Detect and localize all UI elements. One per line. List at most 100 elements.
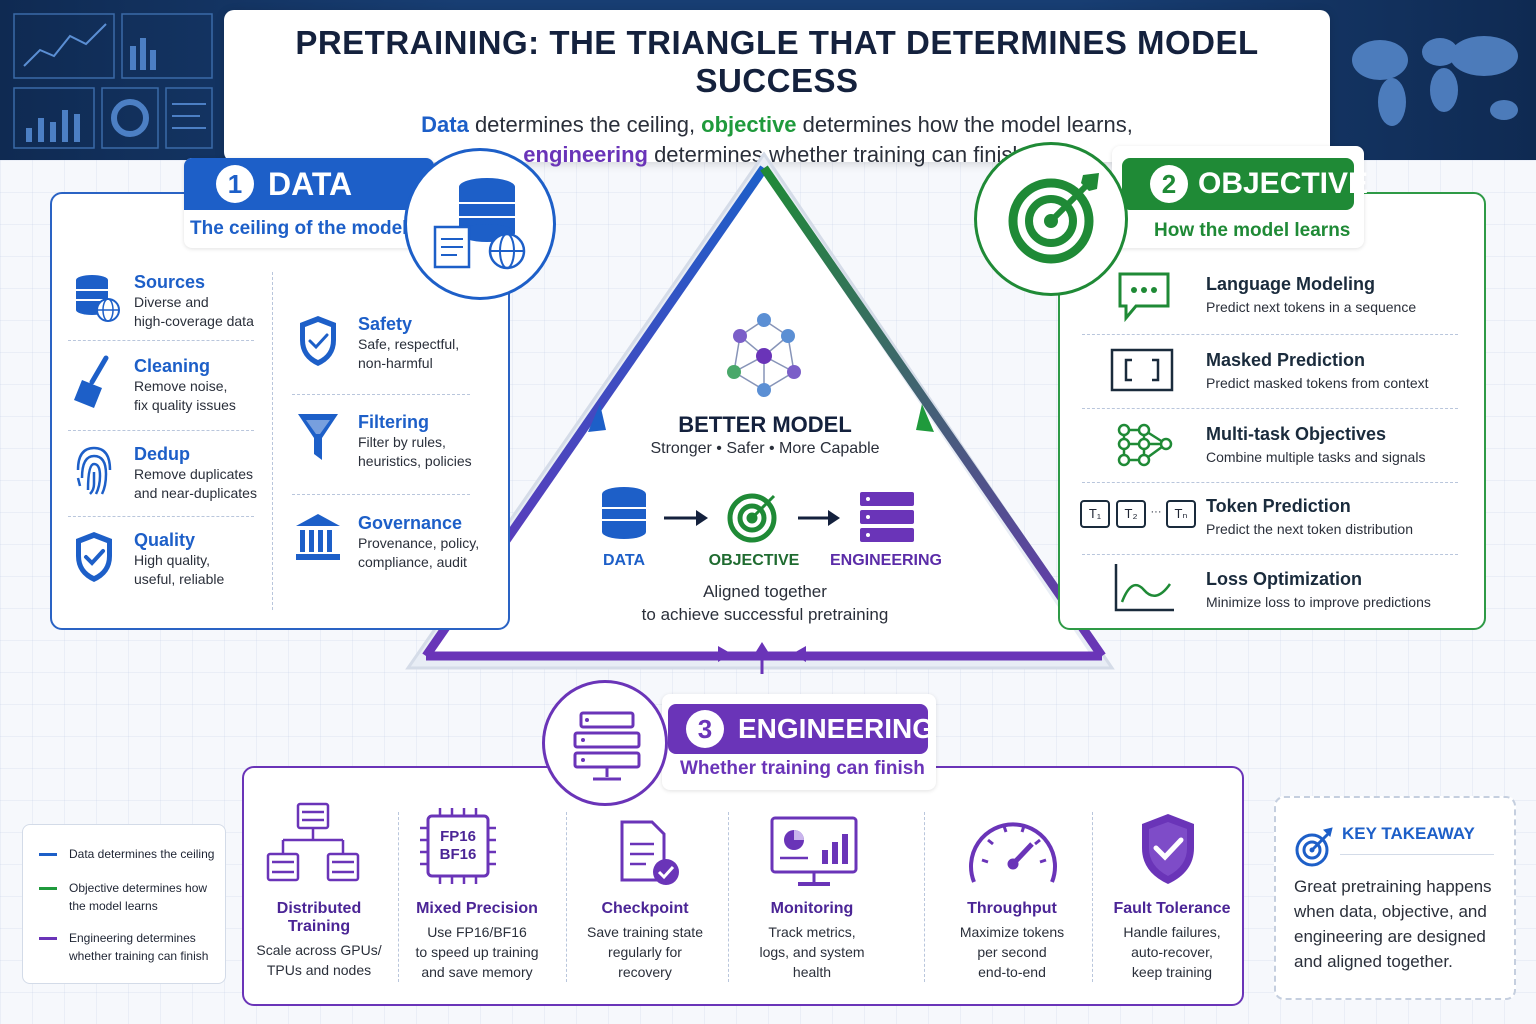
objective-target-icon [727, 493, 777, 543]
institution-icon [296, 514, 340, 560]
database-globe-icon [76, 275, 120, 322]
takeaway-title: KEY TAKEAWAY [1342, 824, 1475, 843]
objective-item-loss-optimization: Loss Optimization Minimize loss to impro… [1206, 569, 1431, 612]
divider [292, 394, 470, 395]
aligned-line-2: to achieve successful pretraining [641, 605, 889, 624]
item-title: Governance [358, 513, 463, 533]
network-icon [1117, 423, 1173, 467]
data-title: DATA [268, 166, 353, 202]
data-item-filtering: Filtering Filter by rules, heuristics, p… [358, 412, 472, 471]
shield-check-icon [76, 532, 112, 582]
data-tab-header: 1 DATA [184, 158, 434, 210]
world-map-icon [1352, 36, 1518, 126]
divider [1082, 334, 1458, 335]
item-title: Quality [134, 530, 196, 550]
objective-tab-header: 2 OBJECTIVE [1122, 158, 1368, 210]
arrow-up-left [588, 404, 606, 432]
item-title: Throughput [967, 900, 1057, 917]
objective-subtitle: How the model learns [1154, 220, 1351, 241]
legend: Data determines the ceiling Objective de… [22, 824, 226, 984]
data-item-governance: Governance Provenance, policy, complianc… [358, 513, 479, 572]
item-desc: compliance, audit [358, 554, 467, 570]
data-item-cleaning: Cleaning Remove noise, fix quality issue… [134, 356, 236, 415]
item-desc: and near-duplicates [134, 485, 257, 501]
keyword-engineering: engineering [523, 142, 648, 167]
item-desc: Diverse and [134, 294, 209, 310]
eng-item-monitoring: Monitoring Track metrics,logs, and syste… [740, 900, 884, 982]
legend-item-data: Data determines the ceiling [69, 847, 215, 861]
arrow-into-bottom [620, 642, 900, 674]
item-desc: Safe, respectful, [358, 336, 460, 352]
flow-label-objective: OBJECTIVE [708, 552, 800, 569]
item-desc: Combine multiple tasks and signals [1206, 449, 1426, 465]
item-title: Monitoring [770, 900, 854, 917]
item-title: Token Prediction [1206, 496, 1351, 516]
arrow-up-right [916, 404, 934, 432]
shield-check-icon [1142, 814, 1194, 884]
item-title: Checkpoint [601, 900, 689, 917]
item-desc: Predict masked tokens from context [1206, 375, 1429, 391]
objective-title: OBJECTIVE [1198, 167, 1369, 200]
item-desc: fix quality issues [134, 397, 236, 413]
database-document-globe-icon [433, 178, 526, 270]
item-title: Filtering [358, 412, 429, 432]
data-item-quality: Quality High quality, useful, reliable [134, 530, 224, 589]
fingerprint-icon [76, 446, 112, 495]
item-desc: Remove duplicates [134, 466, 254, 482]
objective-panel [1058, 192, 1486, 630]
aligned-line-1: Aligned together [703, 582, 827, 601]
funnel-icon [298, 414, 338, 460]
token-box: Tₙ [1166, 500, 1196, 528]
column-divider [728, 812, 729, 982]
engineering-server-icon [860, 492, 914, 542]
item-title: Fault Tolerance [1113, 900, 1231, 917]
server-monitor-icon [573, 711, 641, 781]
column-divider [272, 272, 273, 610]
target-icon [1295, 827, 1333, 867]
token-ellipsis: ··· [1150, 506, 1162, 518]
item-title: Mixed Precision [416, 900, 538, 917]
data-number-badge: 1 [216, 165, 254, 203]
item-desc: useful, reliable [134, 571, 225, 587]
item-title: Dedup [134, 444, 190, 464]
engineering-panel [242, 766, 1244, 1006]
divider [1082, 482, 1458, 483]
server-tree-icon [266, 802, 360, 882]
center-subtitle: Stronger • Safer • More Capable [650, 440, 880, 457]
data-subtitle: The ceiling of the model [190, 218, 408, 239]
gauge-icon [969, 822, 1057, 883]
legend-swatch-blue [39, 853, 57, 856]
engineering-subtitle: Whether training can finish [680, 758, 925, 779]
flow-arrow-icon [664, 510, 708, 526]
subtitle-text: determines how the model learns, [796, 112, 1133, 137]
eng-item-distributed-training: Distributed Training Scale across GPUs/T… [248, 900, 390, 980]
engineering-number-badge: 3 [686, 710, 724, 748]
item-desc: high-coverage data [134, 313, 254, 329]
objective-item-multitask: Multi-task Objectives Combine multiple t… [1206, 424, 1425, 467]
keyword-objective: objective [701, 112, 797, 137]
divider [68, 430, 254, 431]
item-desc: Filter by rules, [358, 434, 446, 450]
objective-item-language-modeling: Language Modeling Predict next tokens in… [1206, 274, 1416, 317]
subtitle-text: determines whether training can finish. [647, 142, 1031, 167]
divider [292, 494, 470, 495]
objective-item-masked-prediction: Masked Prediction Predict masked tokens … [1206, 350, 1429, 393]
item-title: Sources [134, 272, 206, 292]
legend-swatch-green [39, 887, 57, 890]
header-card: PRETRAINING: THE TRIANGLE THAT DETERMINE… [224, 10, 1330, 167]
engineering-emblem [542, 680, 668, 806]
objective-number-badge: 2 [1150, 165, 1188, 203]
item-desc: Predict the next token distribution [1206, 521, 1414, 537]
brackets-icon [1110, 348, 1174, 392]
divider [1082, 554, 1458, 555]
subtitle-text: determines the ceiling, [468, 112, 702, 137]
token-box: T₂ [1116, 500, 1146, 528]
